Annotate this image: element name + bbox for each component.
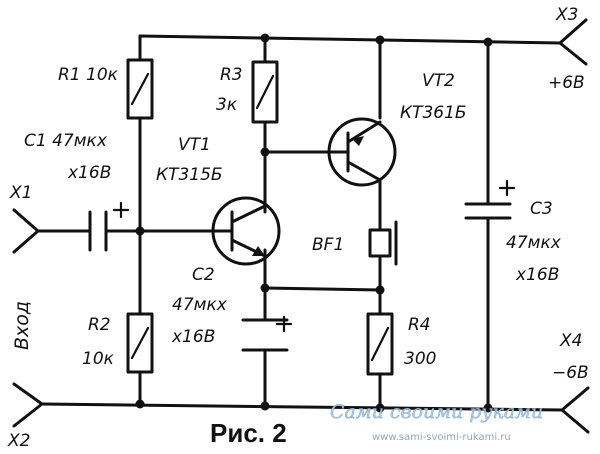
junction-dot [260, 401, 270, 411]
speaker-bf1 [368, 220, 398, 266]
plus-sign-icon [275, 315, 293, 333]
resistor-slash-icon [370, 326, 390, 362]
c3-value: 47мкх [506, 233, 562, 253]
x3-label: X3 [555, 5, 578, 25]
resistor-body-icon [126, 312, 154, 374]
bottom-rail-wire [40, 402, 564, 412]
capacitor-c2 [241, 315, 293, 352]
watermark-text: Сами своими руками [330, 401, 543, 423]
c1-label: С1 47мкх [24, 131, 108, 151]
x2-label: X2 [7, 431, 30, 451]
resistor-r2 [126, 312, 154, 374]
x4-voltage: −6В [552, 363, 589, 383]
junction-dot [375, 35, 385, 45]
c2-rating: х16В [171, 327, 215, 347]
r2-label: R2 [88, 315, 111, 335]
x3-voltage: +6В [548, 73, 585, 93]
junction-dot [483, 37, 493, 47]
x2-terminal-icon [12, 382, 44, 428]
junction-dot [135, 399, 145, 409]
x4-terminal-icon [560, 386, 590, 434]
speaker-coil-icon [368, 228, 392, 258]
x1-label: X1 [9, 183, 32, 203]
resistor-r4 [366, 312, 394, 376]
x3-terminal-icon [558, 18, 588, 66]
resistor-r3 [251, 60, 279, 124]
vt1-part: КТ315Б [156, 165, 223, 185]
plus-sign-icon [112, 201, 130, 219]
c1-rating: х16В [67, 163, 111, 183]
transistor-envelope-icon [327, 117, 397, 187]
resistor-slash-icon [255, 74, 275, 110]
c2-value: 47мкх [172, 295, 228, 315]
c2-label: С2 [192, 265, 215, 285]
capacitor-c3 [464, 179, 516, 220]
resistor-body-icon [251, 60, 279, 124]
c3-rating: х16В [515, 265, 559, 285]
component-labels: R1 10к С1 47мкх х16В R3 3к VT1 КТ315Б VT… [24, 65, 562, 369]
junction-dot [260, 283, 270, 293]
resistor-slash-icon [130, 72, 150, 106]
x4-label: X4 [559, 331, 582, 351]
junction-dot [135, 226, 145, 236]
r4-label: R4 [408, 315, 431, 335]
terminals [12, 18, 590, 434]
junction-dot [375, 403, 385, 413]
junction-dot [483, 403, 493, 413]
figure-caption: Рис. 2 [210, 418, 287, 448]
r2-value: 10к [82, 349, 115, 369]
resistor-body-icon [366, 312, 394, 376]
terminal-labels: X1 X2 X3 +6В X4 −6В Вход [7, 5, 589, 451]
transistor-collector-icon [346, 160, 382, 182]
capacitor-c1 [88, 201, 130, 252]
r1-label: R1 10к [58, 65, 119, 85]
emitter-node-wire [263, 286, 382, 292]
resistor-slash-icon [130, 326, 150, 360]
transistor-collector-icon [230, 204, 267, 224]
transistor-vt2 [327, 117, 397, 187]
emitter-arrow-icon [252, 246, 265, 256]
r3-label: R3 [220, 65, 243, 85]
vt1-label: VT1 [178, 135, 211, 155]
emitter-arrow-icon [352, 136, 364, 146]
c3-label: С3 [530, 199, 553, 219]
watermark-url: www.sami-svoimi-rukami.ru [372, 432, 511, 443]
r3-value: 3к [216, 95, 238, 115]
vt2-part: КТ361Б [400, 103, 467, 123]
plus-sign-icon [498, 179, 516, 197]
x1-terminal-icon [12, 208, 40, 254]
r4-value: 300 [404, 349, 436, 369]
input-label: Вход [11, 301, 33, 350]
resistor-body-icon [126, 58, 154, 120]
junction-dot [260, 147, 270, 157]
junctions [135, 33, 493, 413]
junction-dot [375, 285, 385, 295]
wires [36, 34, 564, 412]
top-rail-wire [138, 34, 562, 45]
transistor-vt1 [208, 196, 281, 266]
junction-dot [260, 33, 270, 43]
vt2-label: VT2 [422, 71, 455, 91]
bf1-label: BF1 [312, 235, 344, 255]
resistor-r1 [126, 58, 154, 120]
